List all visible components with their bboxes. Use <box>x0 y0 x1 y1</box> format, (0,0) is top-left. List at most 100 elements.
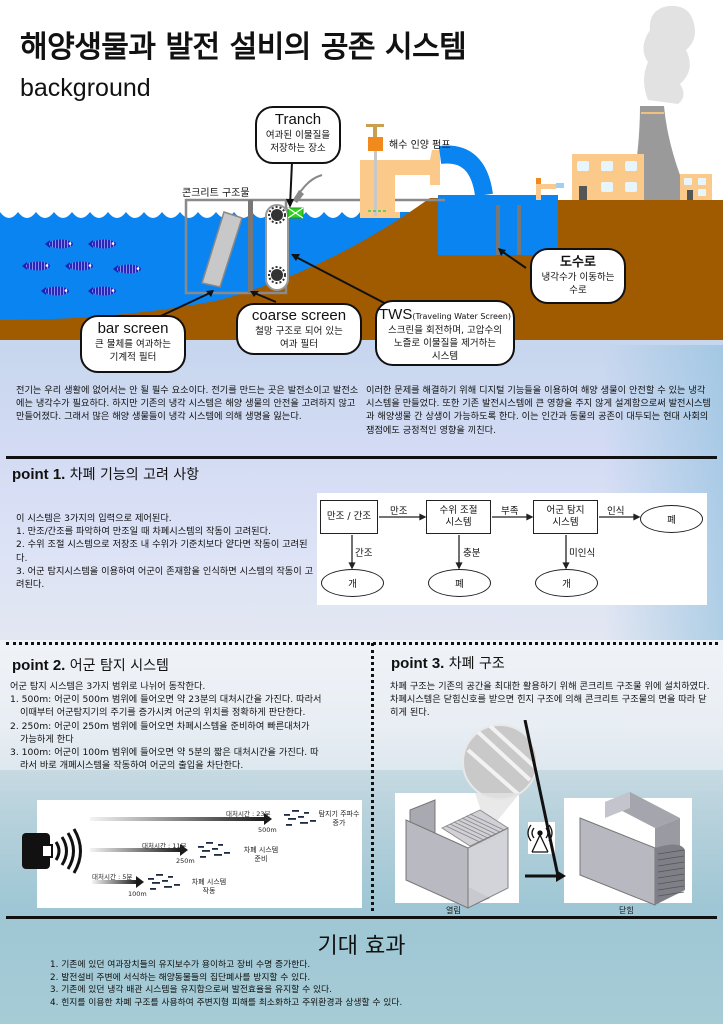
callout-desc: 시스템 <box>431 351 459 362</box>
concrete-structure-label: 콘크리트 구조물 <box>182 188 250 199</box>
point2-item-cont: 가능하게 한다 <box>20 733 74 745</box>
callout-desc: 큰 물체를 여과하는 <box>95 339 171 350</box>
point2-title: point 2. 어군 탐지 시스템 <box>12 655 169 675</box>
point1-title: point 1. 차폐 기능의 고려 사항 <box>12 464 199 484</box>
flow-edge-label: 인식 <box>607 506 625 517</box>
cooling-system-illustration <box>0 5 723 345</box>
effects-item: 1. 기존에 있던 여과장치들의 유지보수가 용이하고 장비 수명 증가한다. <box>50 960 311 970</box>
range-time-label: 대처시간 : 11분 <box>142 842 187 850</box>
effects-item: 3. 기존에 있던 냉각 배관 시스템을 유지함으로써 발전효율을 유지할 수 … <box>50 985 332 995</box>
point1-item: 1. 만조/간조를 파악하여 만조일 때 차폐시스템의 작동이 고려된다. <box>16 526 271 538</box>
callout-title: 도수로 <box>560 254 596 269</box>
background-paragraph-right: 이러한 문제를 해결하기 위해 디지털 기능들을 이용하여 해양 생물이 안전할… <box>366 385 711 436</box>
range-action: 차폐 시스템 준비 <box>236 846 286 864</box>
point1-item: 2. 수위 조절 시스템으로 저장조 내 수위가 기준치보다 얕다면 작동이 고… <box>16 539 308 564</box>
flow-node-close: 폐 <box>640 505 703 533</box>
point2-item-cont: 라서 바로 개폐시스템을 작동하여 어군의 출입을 차단한다. <box>20 760 244 772</box>
point2-item: 3. 100m: 어군이 100m 범위에 들어오면 약 5분의 짧은 대처시간… <box>10 747 319 759</box>
range-action-line: 작동 <box>202 887 216 895</box>
coarse-screen-shape <box>248 200 253 293</box>
power-plant-icon <box>572 5 712 200</box>
flow-edge-label: 간조 <box>355 548 373 559</box>
flow-node-close: 폐 <box>428 569 491 597</box>
point2-intro: 어군 탐지 시스템은 3가지 범위로 나뉘어 동작한다. <box>10 681 206 692</box>
divider <box>6 456 717 459</box>
point1-title-en: point 1. <box>12 466 66 483</box>
pump-label: 해수 인양 펌프 <box>389 140 451 151</box>
point2-item: 2. 250m: 어군이 250m 범위에 들어오면 차폐시스템을 준비하여 빠… <box>10 720 310 732</box>
outlet-pump-icon <box>536 178 564 200</box>
range-action-line: 증가 <box>332 819 346 827</box>
flow-box-water-level: 수위 조절 시스템 <box>426 500 491 534</box>
point3-title-en: point 3. <box>391 655 445 672</box>
point1-intro: 이 시스템은 3가지의 입력으로 제어된다. <box>16 513 172 524</box>
point3-text: 차폐 구조는 기존의 공간을 최대한 활용하기 위해 콘크리트 구조물 위에 설… <box>390 681 710 719</box>
flow-box-tide: 만조 / 간조 <box>320 500 378 534</box>
dotted-divider <box>6 642 718 645</box>
page-title: 해양생물과 발전 설비의 공존 시스템 <box>20 30 467 65</box>
range-distance-label: 100m <box>128 890 147 898</box>
sonar-range-diagram <box>22 810 316 890</box>
section-subtitle: background <box>20 74 151 102</box>
flow-edge-label: 부족 <box>501 506 519 517</box>
callout-title-sub: (Traveling Water Screen) <box>412 312 511 321</box>
shield-structure-figure <box>405 720 685 909</box>
callout-desc: 스크린을 회전하며, 고압수의 <box>388 325 502 336</box>
caption-open: 열림 <box>446 906 461 915</box>
divider <box>6 916 717 919</box>
shield-open-icon <box>405 799 509 909</box>
callout-desc: 철망 구조로 되어 있는 <box>255 326 343 337</box>
point3-title-ko: 차폐 구조 <box>448 656 505 672</box>
callout-desc: 저장하는 장소 <box>270 143 326 154</box>
dotted-divider-vertical <box>371 643 374 911</box>
nozzle-icon <box>294 174 323 199</box>
background-paragraph-left: 전기는 우리 생활에 없어서는 안 될 필수 요소이다. 전기를 만드는 곳은 … <box>16 385 359 423</box>
callout-desc: 기계적 필터 <box>109 352 157 363</box>
seawater-pump-icon <box>360 124 493 218</box>
point1-title-ko: 차폐 기능의 고려 사항 <box>69 467 200 483</box>
callout-title: Tranch <box>274 111 322 128</box>
callout-desc: 냉각수가 이동하는 <box>541 272 615 283</box>
point2-list: 어군 탐지 시스템은 3가지 범위로 나뉘어 동작한다. 1. 500m: 어군… <box>10 680 370 772</box>
range-action: 탐지기 주파수 증가 <box>314 810 364 828</box>
effects-list: 1. 기존에 있던 여과장치들의 유지보수가 용이하고 장비 수명 증가한다. … <box>50 959 402 1009</box>
photo-overlay <box>0 640 723 770</box>
callout-title: bar screen <box>97 320 169 337</box>
range-action-line: 차폐 시스템 <box>243 846 279 854</box>
flow-box-fish-detection: 어군 탐지 시스템 <box>533 500 598 534</box>
effects-title: 기대 효과 <box>317 934 406 959</box>
point2-item: 1. 500m: 어군이 500m 범위에 들어오면 약 23분의 대처시간을 … <box>10 694 322 706</box>
tws-belt <box>265 204 289 291</box>
range-action-line: 준비 <box>254 855 268 863</box>
point1-item: 3. 어군 탐지시스템을 이용하여 어군이 존재함을 인식하면 시스템의 작동이… <box>16 565 314 591</box>
flow-edge-label: 미인식 <box>569 548 596 559</box>
gear-icon <box>268 206 286 284</box>
flow-node-open: 개 <box>535 569 598 597</box>
sonar-device-icon <box>22 828 82 874</box>
fish-school-icon <box>148 810 316 890</box>
point2-item-cont: 이때부터 어군탐지기의 주기를 증가시켜 어군의 위치를 정확하게 판단한다. <box>20 707 306 719</box>
flow-arrows <box>348 513 641 570</box>
range-action-line: 탐지기 주파수 <box>318 810 360 818</box>
effects-item: 2. 발전설비 주변에 서식하는 해양동물들의 집단폐사를 방지할 수 있다. <box>50 972 311 983</box>
point1-list: 이 시스템은 3가지의 입력으로 제어된다. 1. 만조/간조를 파악하여 만조… <box>16 512 316 591</box>
callout-desc: 수로 <box>569 285 587 296</box>
zoom-detail-icon <box>462 724 538 832</box>
fish-school-icon <box>22 239 141 296</box>
callout-coarse-screen: coarse screen 철망 구조로 되어 있는 여과 필터 <box>236 303 362 355</box>
arrow-right-icon <box>523 720 566 882</box>
range-time-label: 대처시간 : 5분 <box>92 873 133 881</box>
point2-title-en: point 2. <box>12 657 66 674</box>
point3-title: point 3. 차폐 구조 <box>391 653 505 673</box>
range-time-label: 대처시간 : 23분 <box>226 810 271 818</box>
callout-title: coarse screen <box>251 307 347 324</box>
bar-screen-shape <box>201 211 243 288</box>
callout-tws: TWS(Traveling Water Screen) 스크린을 회전하며, 고… <box>375 300 515 366</box>
callout-bar-screen: bar screen 큰 물체를 여과하는 기계적 필터 <box>80 315 186 373</box>
callout-desc: 여과 필터 <box>280 339 318 350</box>
callout-channel: 도수로 냉각수가 이동하는 수로 <box>530 248 626 304</box>
effects-item: 4. 힌지를 이용한 차폐 구조를 사용하여 주변지형 피해를 최소화하고 주위… <box>50 997 403 1008</box>
range-action-line: 차폐 시스템 <box>191 878 227 886</box>
callout-title: TWS <box>379 306 413 323</box>
point2-title-ko: 어군 탐지 시스템 <box>69 658 169 674</box>
